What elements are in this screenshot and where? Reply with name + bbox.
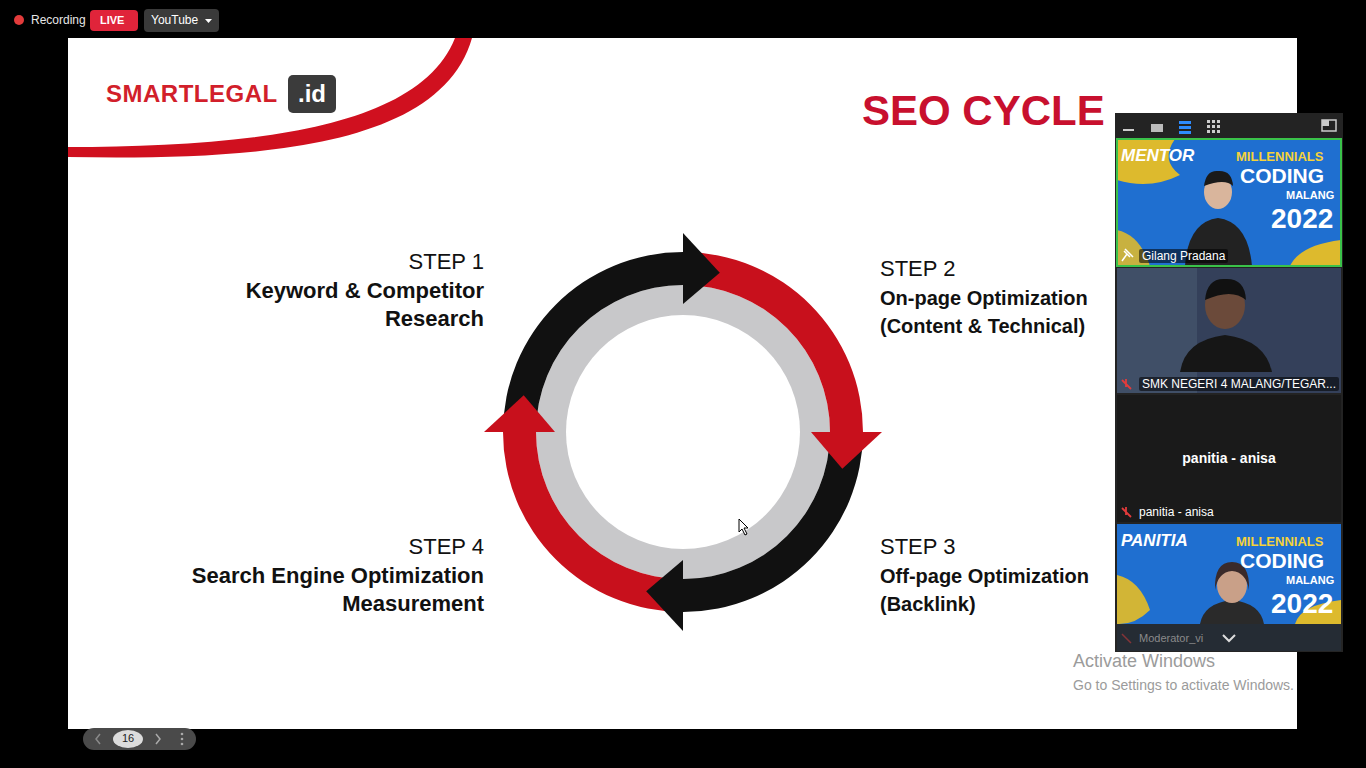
video-tile <box>1117 139 1341 266</box>
logo-id-box <box>288 75 336 113</box>
video-tile <box>1122 249 1133 261</box>
tile-banner-text: 2022 <box>1271 202 1333 236</box>
more-icon <box>181 733 184 736</box>
video-tile <box>1117 268 1341 393</box>
grid-view-icon <box>1217 120 1220 123</box>
grid-view-icon <box>1212 125 1215 128</box>
participant-name: panitia - anisa <box>1117 450 1341 467</box>
live-badge <box>90 10 138 31</box>
list-view-icon <box>1179 121 1191 134</box>
video-tile <box>1117 268 1341 393</box>
arrow-head <box>484 395 555 432</box>
tile-banner-text: MILLENNIALS <box>1236 149 1323 165</box>
grid-view-icon <box>1212 130 1215 133</box>
os-watermark: Activate Windows <box>1073 651 1215 673</box>
live-badge-text: LIVE <box>100 14 124 27</box>
mouse-cursor <box>739 519 748 535</box>
logo-swoosh <box>68 38 472 157</box>
video-tile <box>1122 379 1131 389</box>
video-tile <box>1180 335 1272 372</box>
panel-bottom-bar <box>1115 624 1343 652</box>
step-number: STEP 2 <box>880 256 955 282</box>
arrow-head <box>811 432 882 469</box>
ring-centre <box>566 315 800 549</box>
video-tile <box>1122 507 1131 517</box>
tile-banner-text: MALANG <box>1286 574 1334 587</box>
video-tile <box>1117 268 1197 393</box>
tile-banner-text: CODING <box>1240 548 1324 573</box>
tile-banner-text: MENTOR <box>1121 146 1194 166</box>
more-icon <box>181 743 184 746</box>
seo-cycle-ring <box>484 233 882 631</box>
step-title: On-page Optimization (Content & Technica… <box>880 284 1112 340</box>
video-tile <box>1205 279 1246 300</box>
participant-name: SMK NEGERI 4 MALANG/TEGAR... <box>1139 377 1339 391</box>
video-tile <box>1117 139 1341 266</box>
step-title: Search Engine Optimization Measurement <box>164 562 484 618</box>
tile-banner-text: 2022 <box>1271 587 1333 621</box>
grid-view-icon <box>1207 125 1210 128</box>
grid-view-icon <box>1217 130 1220 133</box>
step-title: Off-page Optimization (Backlink) <box>880 562 1112 618</box>
slide <box>68 38 1297 729</box>
tile-banner-text: CODING <box>1240 163 1324 188</box>
step-number: STEP 3 <box>880 534 955 560</box>
step-title: Keyword & Competitor Research <box>200 277 484 333</box>
list-view-icon <box>1179 121 1191 124</box>
more-icon <box>181 738 184 741</box>
page-number: 16 <box>119 732 137 745</box>
tile-banner-text: MILLENNIALS <box>1236 534 1323 550</box>
stream-target: YouTube <box>151 13 198 27</box>
prev-page-icon <box>96 734 100 744</box>
video-tile <box>1204 171 1233 186</box>
popout-icon <box>1322 120 1336 131</box>
mute-icon <box>1122 634 1131 643</box>
page-number-bubble <box>113 730 143 748</box>
video-tile <box>1117 395 1341 522</box>
youtube-dropdown <box>144 9 219 32</box>
more-icon <box>181 733 184 746</box>
logo-wordmark: SMARTLEGAL <box>106 80 278 109</box>
popout-icon <box>1322 120 1329 126</box>
list-view-icon <box>1179 126 1191 129</box>
scroll-chevron <box>1223 635 1235 641</box>
dropdown-caret <box>205 19 212 23</box>
tile-banner-text: PANITIA <box>1121 531 1188 551</box>
video-tile <box>1117 575 1150 624</box>
tile-banner-text: MALANG <box>1286 189 1334 202</box>
slide-title: SEO CYCLE <box>862 86 1105 136</box>
inner-grey-ring <box>536 285 830 579</box>
grid-view-icon <box>1212 120 1215 123</box>
video-tile <box>1117 395 1341 522</box>
view-icon <box>1151 124 1163 132</box>
step-number: STEP 1 <box>200 249 484 275</box>
popout-icon <box>1322 120 1336 131</box>
video-tile <box>1290 240 1341 266</box>
list-view-icon <box>1179 131 1191 134</box>
recording-label: Recording <box>31 13 86 27</box>
recording-dot <box>14 15 24 25</box>
next-page-icon <box>156 734 160 744</box>
grid-view-icon <box>1207 130 1210 133</box>
os-watermark: Go to Settings to activate Windows. <box>1073 677 1294 694</box>
grid-view-icon <box>1217 125 1220 128</box>
arrow-head <box>646 560 683 631</box>
grid-view-icon <box>1207 120 1210 123</box>
step-number: STEP 4 <box>164 534 484 560</box>
grid-view-icon <box>1207 120 1220 133</box>
page-navigator <box>83 728 196 750</box>
video-tile <box>1117 139 1341 266</box>
logo-suffix: .id <box>288 80 336 109</box>
arrow-head <box>683 233 720 304</box>
participant-name: panitia - anisa <box>1139 505 1214 519</box>
participant-name: Moderator_vi <box>1139 632 1203 645</box>
minimize-icon <box>1123 129 1134 131</box>
participant-name: Gilang Pradana <box>1139 249 1228 263</box>
participant-panel <box>1115 113 1343 652</box>
video-tile <box>1200 600 1264 624</box>
